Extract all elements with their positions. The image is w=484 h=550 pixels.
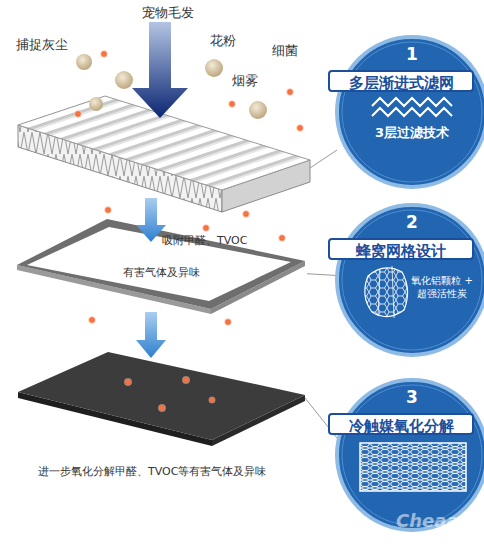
callout-number: 1: [334, 44, 484, 64]
particle: [115, 71, 133, 89]
leader-line: [310, 150, 337, 168]
callout-number: 2: [334, 212, 484, 232]
callout-circle: 2蜂窝网格设计氧化铝颗粒 + 超强活性炭: [334, 202, 484, 358]
particle: [89, 97, 103, 111]
leader-line: [307, 274, 337, 276]
flow-arrow: [136, 198, 166, 242]
node-outline: [15, 215, 307, 315]
gas-dot: [100, 50, 108, 58]
gas-dot: [296, 124, 304, 132]
feature-title: 多层渐进式滤网: [328, 70, 474, 92]
adsorption-panel: 吸附甲醛、TVOC 有害气体及异味: [15, 215, 307, 315]
panel-text: 吸附甲醛、TVOC: [162, 233, 272, 248]
panel-text: 有害气体及异味: [123, 265, 223, 280]
callout-circle: 3冷触媒氧化分解: [334, 377, 484, 533]
gas-dot: [158, 404, 166, 412]
gas-dot: [286, 88, 294, 96]
flow-arrow: [136, 312, 166, 358]
flow-arrow: [132, 22, 188, 118]
gas-dot: [278, 234, 286, 242]
feature-title: 冷触媒氧化分解: [328, 413, 474, 435]
callout-number: 3: [334, 387, 484, 407]
particle: [205, 59, 223, 77]
gas-dot: [104, 206, 112, 214]
gas-dot: [124, 378, 132, 386]
particle: [76, 54, 92, 70]
bottom-note: 进一步氧化分解甲醛、TVOC等有害气体及异味: [38, 464, 266, 479]
catalyst-sheet: [18, 352, 305, 440]
mesh-symbol: [360, 443, 466, 491]
honeycomb-symbol: [365, 268, 408, 317]
feature-title: 蜂窝网格设计: [328, 238, 474, 260]
particle-label: 宠物毛发: [142, 4, 194, 22]
particle-label: 烟雾: [232, 72, 258, 90]
material-text: 氧化铝颗粒 + 超强活性炭: [410, 274, 474, 300]
panel-shape: [17, 219, 305, 309]
zigzag-symbol: [372, 98, 452, 106]
gas-dot: [74, 110, 82, 118]
gas-dot: [182, 376, 190, 384]
particle: [249, 101, 267, 119]
gas-dot: [228, 100, 236, 108]
gas-dot: [209, 397, 216, 404]
gas-dot: [202, 224, 210, 232]
particle-label: 细菌: [272, 42, 298, 60]
gas-dot: [88, 316, 96, 324]
callout-circle: 1多层渐进式滤网3层过滤技术: [334, 34, 484, 190]
panel-shape: [27, 227, 291, 301]
filter-top-face: [18, 96, 310, 190]
watermark: Cheaa: [396, 510, 459, 531]
gas-dot: [224, 318, 232, 326]
particle-label: 花粉: [210, 32, 236, 50]
feature-subtitle: 3层过滤技术: [334, 124, 484, 142]
particle-label: 捕捉灰尘: [16, 36, 68, 54]
honeycomb-symbol: [378, 266, 394, 318]
gas-dot: [242, 210, 250, 218]
zigzag-symbol: [372, 108, 452, 116]
